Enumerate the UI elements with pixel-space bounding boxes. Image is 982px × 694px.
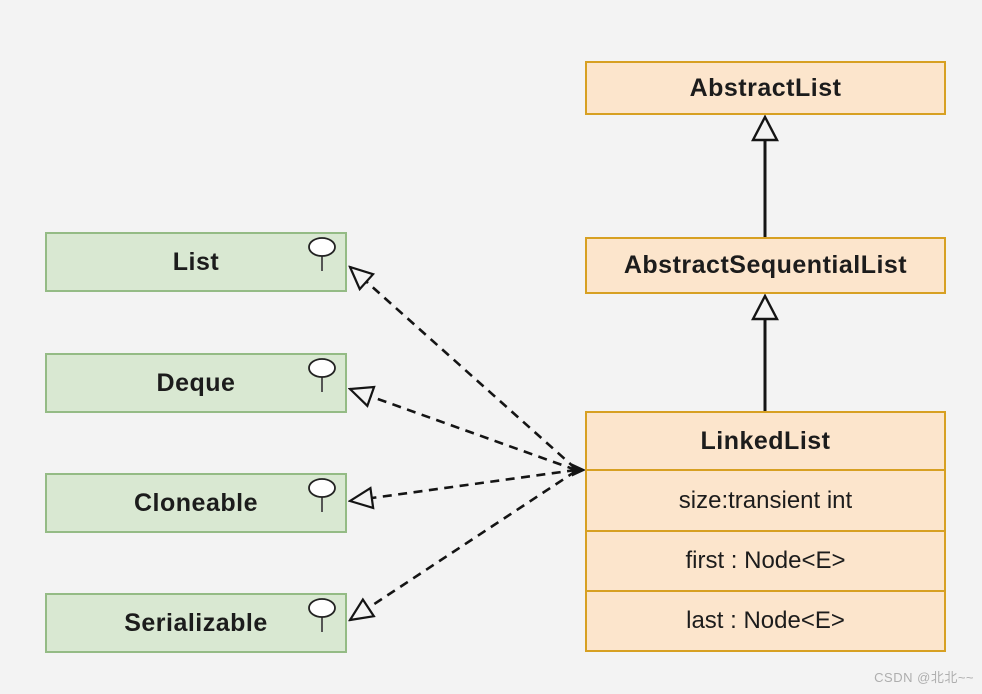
class-box-linkedlist: LinkedList size:transient int first : No… — [585, 411, 946, 652]
interface-pin-icon — [308, 598, 336, 632]
field-last: last : Node<E> — [587, 590, 944, 650]
extends-arrow-linkedlist-to-asl — [751, 293, 779, 411]
class-name-abstractlist: AbstractList — [689, 73, 842, 102]
interface-name-deque: Deque — [156, 368, 236, 397]
interface-name-list: List — [172, 247, 220, 276]
implements-arrow-list — [350, 267, 577, 470]
converge-arrowhead — [572, 463, 586, 477]
implements-arrows — [350, 267, 577, 620]
class-box-abstractsequentiallist: AbstractSequentialList — [585, 237, 946, 294]
class-box-abstractlist: AbstractList — [585, 61, 946, 115]
class-name-abstractsequentiallist: AbstractSequentialList — [623, 251, 908, 279]
interface-pin-icon — [308, 237, 336, 271]
interface-box-deque: Deque — [45, 353, 347, 413]
class-name-linkedlist: LinkedList — [700, 426, 831, 455]
implements-arrow-serializable — [350, 469, 577, 620]
interface-name-cloneable: Cloneable — [134, 488, 258, 517]
interface-box-cloneable: Cloneable — [45, 473, 347, 533]
interface-box-list: List — [45, 232, 347, 292]
implements-arrow-cloneable — [350, 468, 577, 501]
field-first: first : Node<E> — [587, 530, 944, 590]
interface-pin-icon — [308, 358, 336, 392]
interface-name-serializable: Serializable — [124, 608, 268, 637]
watermark: CSDN @北北~~ — [874, 670, 974, 685]
interface-box-serializable: Serializable — [45, 593, 347, 653]
extends-arrow-asl-to-abstractlist — [751, 114, 779, 237]
interface-pin-icon — [308, 478, 336, 512]
field-size: size:transient int — [587, 469, 944, 530]
implements-arrow-deque — [350, 389, 577, 472]
